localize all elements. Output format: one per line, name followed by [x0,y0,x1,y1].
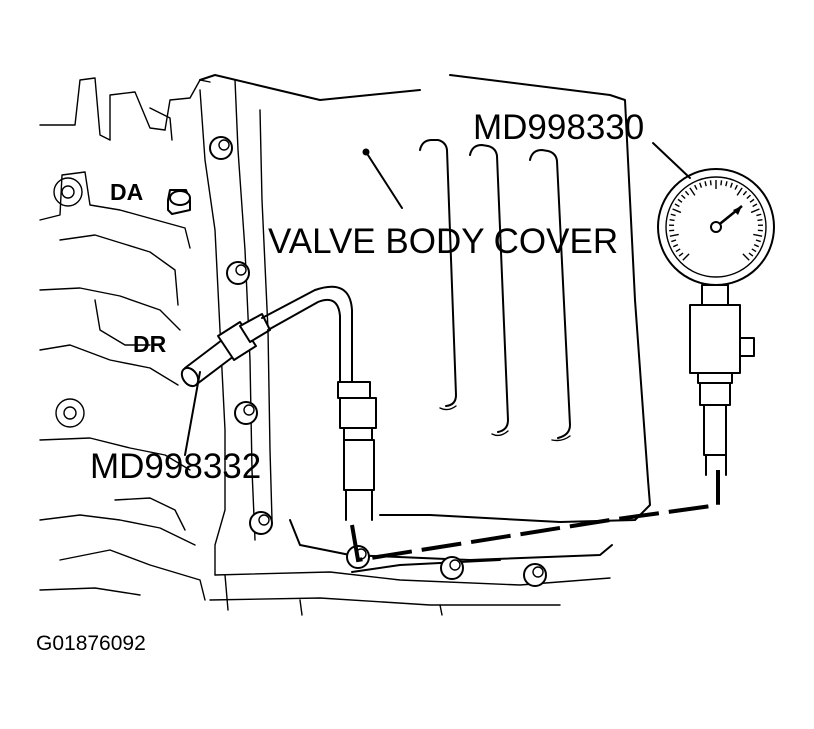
gauge-tick [689,187,696,196]
gauge-tick [746,194,751,200]
gauge-tick [750,208,760,214]
port-label-da: DA [110,179,143,205]
gauge-tick [720,180,723,186]
valve-body-cover [199,74,651,573]
adapter-leader [184,371,201,456]
bolt-icon [523,563,547,587]
transmission-case [39,77,611,616]
gauge-tick [678,252,684,257]
gauge-tick [669,218,675,222]
bolt-icon [440,556,464,580]
gauge-tick [734,184,738,190]
gauge-tick [749,198,755,203]
gauge-tick [751,248,757,253]
pan-bolts [346,545,547,587]
gauge-tick [704,181,707,187]
gauge-tick [672,208,682,214]
label-md998330: MD998330 [473,108,644,147]
gauge-tick [748,252,754,257]
gauge-tick [753,243,759,248]
gauge-tick [725,181,728,187]
bolt-icon [234,401,258,425]
gauge-tick [709,180,712,186]
port-label-dr: DR [133,331,167,357]
gauge-tick [729,182,733,188]
gauge-tick [742,190,748,196]
gauge-tick [670,213,676,217]
gauge-tick [669,233,679,237]
gauge-leader [652,142,691,179]
gauge-tick [694,184,698,190]
hose [261,285,377,521]
gauge-tick [757,218,763,222]
gauge-tick [753,233,763,237]
gauge-tick [752,203,758,208]
gauge-tick [677,198,683,203]
gauge-tick [736,187,743,196]
figure-id: G01876092 [36,632,146,655]
label-valve-body-cover: VALVE BODY COVER [268,222,618,261]
valve-body-cover-leader [362,148,403,209]
label-md998332: MD998332 [90,447,261,486]
gauge-tick [681,194,686,200]
da-port-plug [167,189,191,215]
gauge-tick [675,248,681,253]
gauge-tick [755,239,761,243]
bolt-icon [226,261,250,285]
gauge-tick [756,213,762,217]
bolt-icon [249,511,273,535]
gauge-tick [673,243,679,248]
hose-dashed-route [350,470,720,563]
gauge-tick [684,190,690,196]
gauge-tick [674,203,680,208]
gauge-tick [671,239,677,243]
gauge-tick [699,182,703,188]
bolt-icon [209,136,233,160]
case-bolts [209,136,273,535]
gauge-tick [742,253,750,261]
pressure-gauge-icon [657,168,775,476]
gauge-tick [682,253,690,261]
md998332-adapter [180,313,271,388]
